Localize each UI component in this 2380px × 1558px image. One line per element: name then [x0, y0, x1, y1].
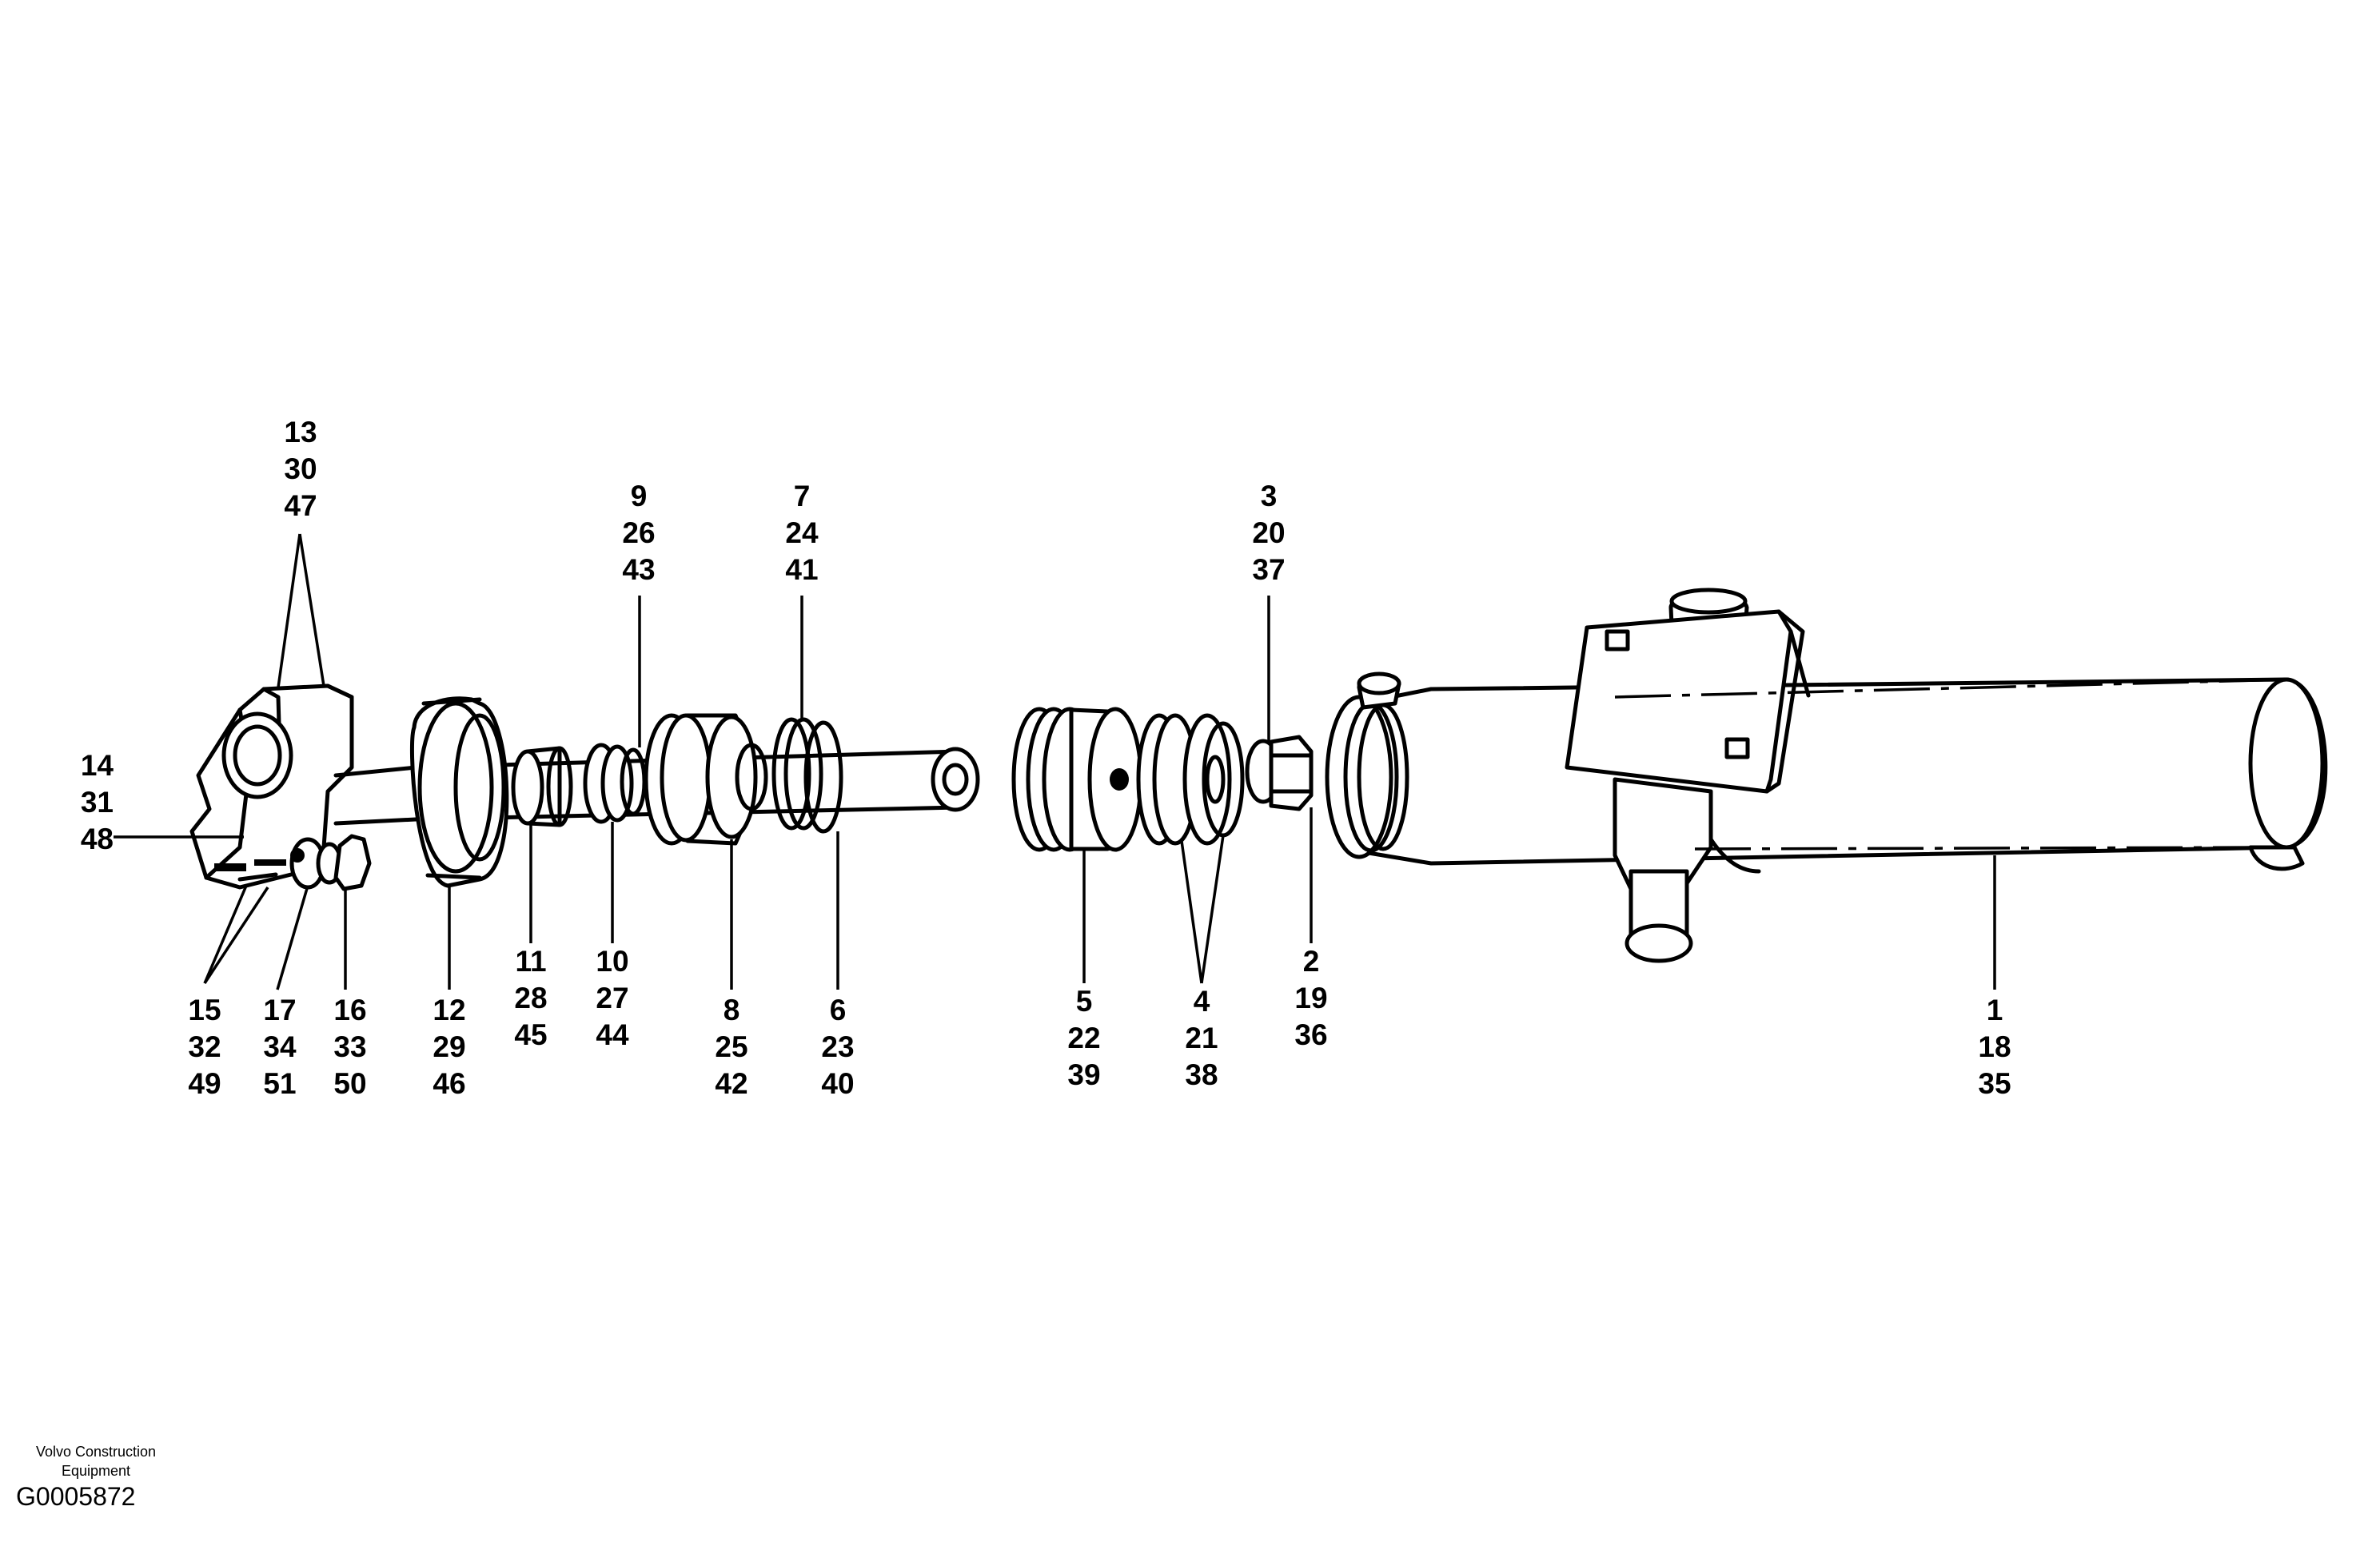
piston [644, 713, 768, 846]
callout-14-line2: 31 [80, 786, 114, 819]
callout-10: 10 27 44 [560, 943, 664, 1054]
callout-3-line3: 37 [1252, 553, 1286, 586]
callout-4-line1: 4 [1193, 985, 1210, 1018]
leader-lines [114, 533, 1996, 990]
callout-12-line2: 29 [433, 1030, 466, 1063]
callout-6: 6 23 40 [786, 992, 890, 1102]
callout-16-line2: 33 [333, 1030, 367, 1063]
piston-rings [1136, 713, 1245, 846]
callout-11-line1: 11 [515, 945, 547, 978]
centre-lines [1614, 678, 2287, 851]
callout-12-line1: 12 [433, 994, 466, 1026]
company-name-line2: Equipment [61, 1463, 131, 1479]
callout-9: 9 26 43 [587, 478, 691, 588]
o-rings-piston [771, 717, 843, 834]
callout-1-line3: 35 [1978, 1067, 2011, 1100]
callout-8-line1: 8 [723, 994, 740, 1026]
callout-5-line3: 39 [1067, 1058, 1101, 1091]
callout-14-line3: 48 [80, 823, 114, 855]
callout-14-line1: 14 [80, 749, 114, 782]
callout-5: 5 22 39 [1032, 983, 1136, 1094]
piston-head [1011, 707, 1143, 852]
callout-12-line3: 46 [433, 1067, 466, 1100]
callout-10-line1: 10 [596, 945, 629, 978]
callout-15-line2: 32 [188, 1030, 221, 1063]
callout-9-line2: 26 [622, 516, 656, 549]
callout-7-line3: 41 [785, 553, 819, 586]
callout-4: 4 21 38 [1150, 983, 1254, 1094]
callout-2-line2: 19 [1294, 982, 1328, 1014]
callout-11: 11 28 45 [479, 943, 583, 1054]
callout-10-line3: 44 [596, 1018, 629, 1051]
callout-1-line2: 18 [1978, 1030, 2011, 1063]
rod-bushing [511, 746, 573, 827]
company-name-line1: Volvo Construction [35, 1444, 157, 1460]
callout-17-line1: 17 [263, 994, 297, 1026]
rod-seal [583, 743, 647, 824]
callout-13-line2: 30 [284, 452, 317, 485]
gland-nut [409, 696, 509, 888]
callout-16-line3: 50 [333, 1067, 367, 1100]
callout-7: 7 24 41 [750, 478, 854, 588]
callout-6-line3: 40 [821, 1067, 855, 1100]
drawing-code: G0005872 [16, 1482, 136, 1511]
callout-6-line1: 6 [829, 994, 847, 1026]
callout-8-line3: 42 [715, 1067, 748, 1100]
callout-17-line3: 51 [263, 1067, 297, 1100]
company-name: Volvo Construction Equipment [16, 1442, 176, 1480]
callout-4-line2: 21 [1185, 1022, 1218, 1054]
callout-1-line1: 1 [1986, 994, 2003, 1026]
lock-nut [1245, 735, 1314, 811]
callout-9-line1: 9 [630, 480, 648, 512]
callout-1: 1 18 35 [1943, 992, 2047, 1102]
cylinder-barrel [1325, 588, 2328, 963]
callout-5-line1: 5 [1075, 985, 1093, 1018]
callout-6-line2: 23 [821, 1030, 855, 1063]
callout-13-line3: 47 [284, 489, 317, 522]
callout-2: 2 19 36 [1259, 943, 1363, 1054]
bolt-washer-parts [289, 834, 372, 891]
callout-3-line1: 3 [1260, 480, 1278, 512]
callout-3-line2: 20 [1252, 516, 1286, 549]
callout-10-line2: 27 [596, 982, 629, 1014]
callout-2-line3: 36 [1294, 1018, 1328, 1051]
callout-11-line3: 45 [514, 1018, 548, 1051]
callout-11-line2: 28 [514, 982, 548, 1014]
callout-4-line3: 38 [1185, 1058, 1218, 1091]
callout-15-line3: 49 [188, 1067, 221, 1100]
callout-8-line2: 25 [715, 1030, 748, 1063]
callout-15-line1: 15 [188, 994, 221, 1026]
callout-7-line2: 24 [785, 516, 819, 549]
callout-17: 17 34 51 [228, 992, 332, 1102]
callout-13: 13 30 47 [249, 414, 353, 524]
callout-7-line1: 7 [793, 480, 811, 512]
callout-14: 14 31 48 [0, 747, 114, 858]
callout-16-line1: 16 [333, 994, 367, 1026]
callout-17-line2: 34 [263, 1030, 297, 1063]
callout-8: 8 25 42 [680, 992, 783, 1102]
callout-5-line2: 22 [1067, 1022, 1101, 1054]
callout-2-line1: 2 [1302, 945, 1320, 978]
callout-16: 16 33 50 [298, 992, 402, 1102]
callout-15: 15 32 49 [153, 992, 257, 1102]
callout-12: 12 29 46 [397, 992, 501, 1102]
callout-9-line3: 43 [622, 553, 656, 586]
callout-3: 3 20 37 [1217, 478, 1321, 588]
callout-13-line1: 13 [284, 416, 317, 448]
